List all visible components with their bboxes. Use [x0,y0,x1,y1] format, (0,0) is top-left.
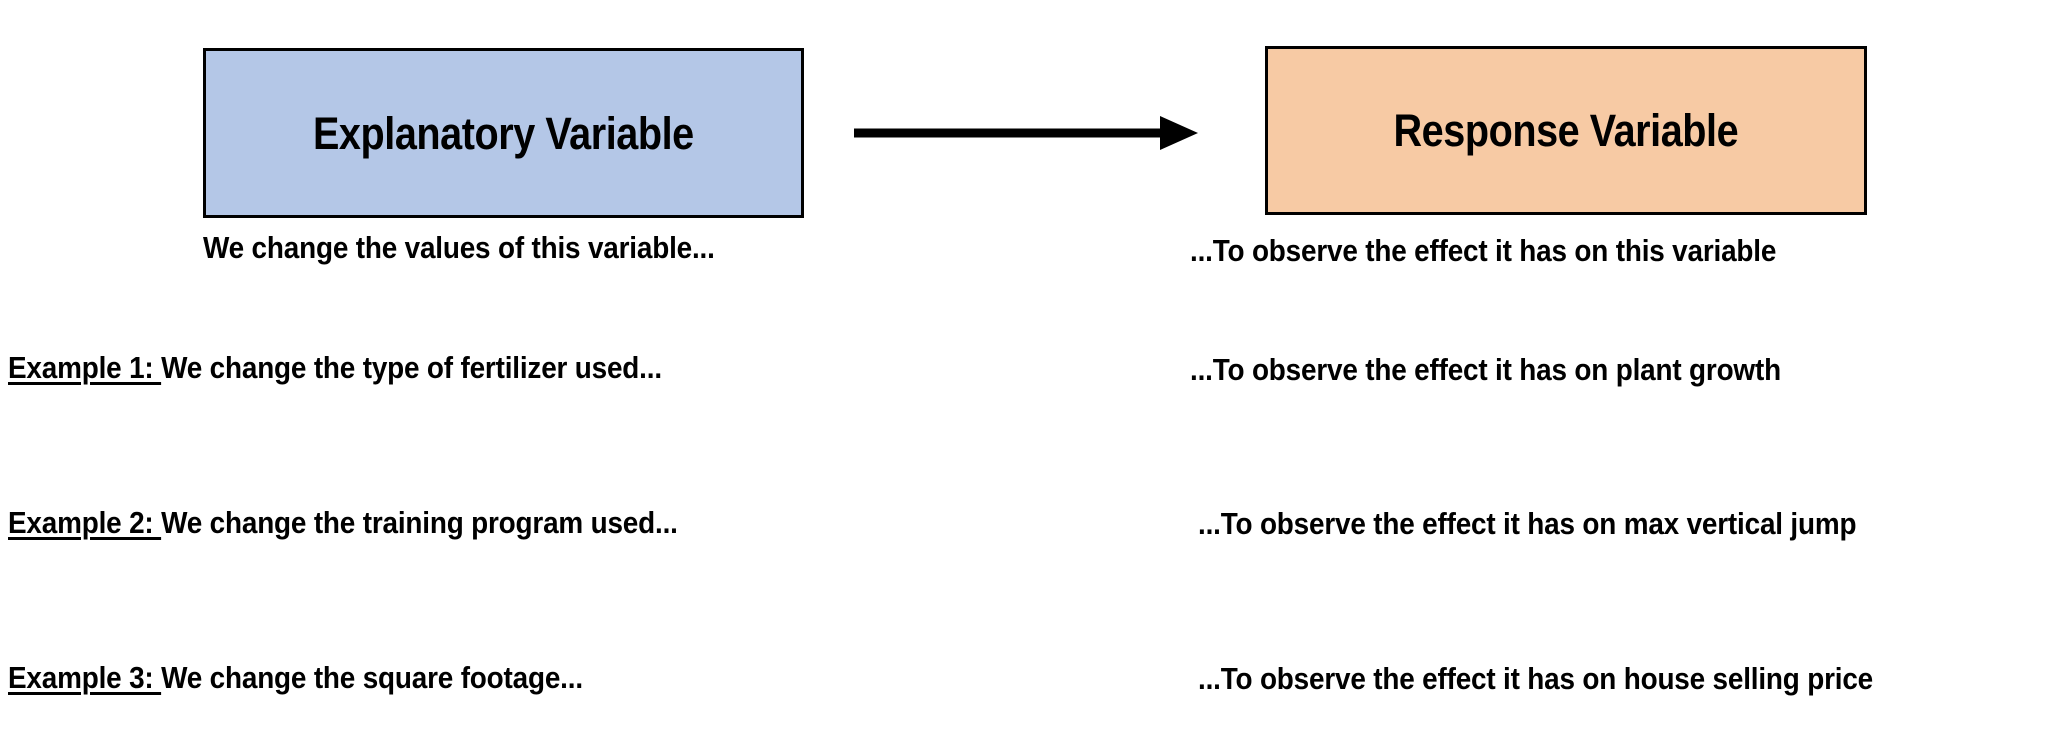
example-1-label: Example 1: [8,350,162,385]
response-variable-box: Response Variable [1265,46,1867,215]
response-variable-label: Response Variable [1393,105,1739,156]
example-1-explanatory-row: Example 1: We change the type of fertili… [8,350,662,385]
explanatory-variable-box: Explanatory Variable [203,48,804,218]
example-2-explanatory-text: We change the training program used... [161,505,678,540]
example-2-label: Example 2: [8,505,162,540]
example-2-response-text: ...To observe the effect it has on max v… [1198,506,1857,541]
arrow-icon [854,116,1198,150]
causal-flow-arrow [850,108,1200,158]
explanatory-variable-label: Explanatory Variable [313,107,694,159]
example-3-response-text: ...To observe the effect it has on house… [1198,661,1874,696]
example-3-explanatory-row: Example 3: We change the square footage.… [8,660,583,695]
explanatory-caption: We change the values of this variable... [203,230,715,265]
example-1-explanatory-text: We change the type of fertilizer used... [161,350,662,385]
example-2-explanatory-row: Example 2: We change the training progra… [8,505,678,540]
example-1-response-text: ...To observe the effect it has on plant… [1190,352,1781,387]
response-caption: ...To observe the effect it has on this … [1190,233,1777,268]
example-3-label: Example 3: [8,660,162,695]
example-3-explanatory-text: We change the square footage... [161,660,583,695]
